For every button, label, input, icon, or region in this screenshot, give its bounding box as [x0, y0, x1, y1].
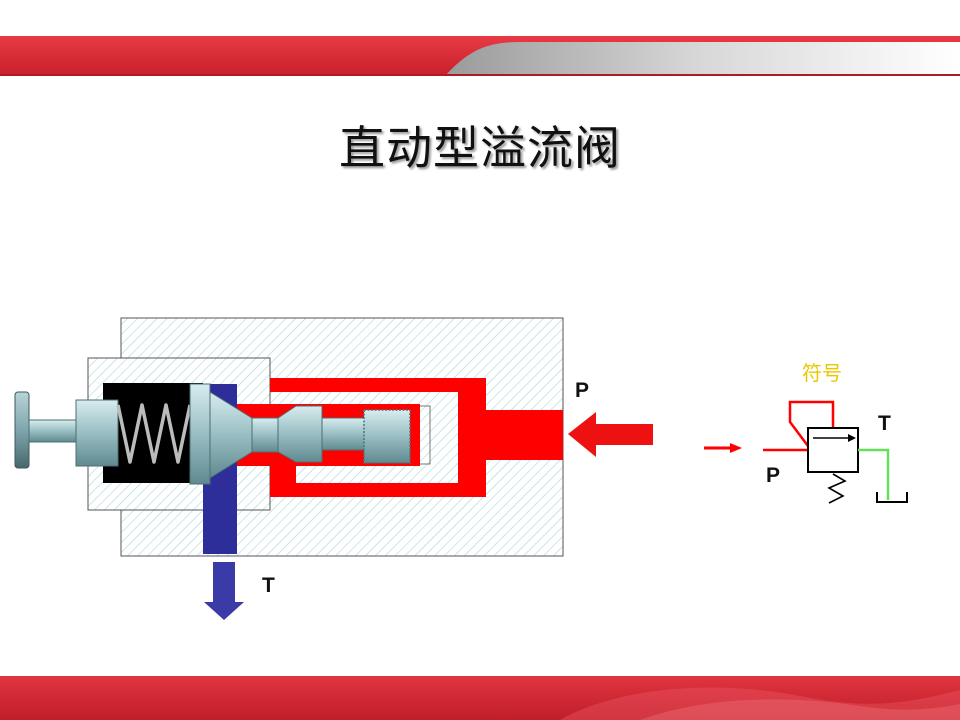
tank-outlet-arrow: [204, 562, 244, 620]
bottom-banner: [0, 676, 960, 720]
symbol-port-p-label: P: [766, 464, 780, 487]
top-banner: [0, 36, 960, 76]
adjusting-screw: [14, 391, 119, 469]
symbol-port-t-label: T: [878, 412, 891, 435]
port-t-label: T: [262, 574, 275, 597]
port-p-label: P: [575, 379, 589, 402]
valve-spool: [189, 383, 411, 485]
slide-title: 直动型溢流阀: [339, 121, 621, 175]
spring-chamber: [103, 383, 203, 483]
symbol-caption: 符号: [802, 361, 842, 385]
relief-valve-symbol: 符号 T P: [704, 361, 908, 504]
spring-icon: [116, 403, 192, 464]
pressure-inlet-arrow: [568, 412, 653, 457]
